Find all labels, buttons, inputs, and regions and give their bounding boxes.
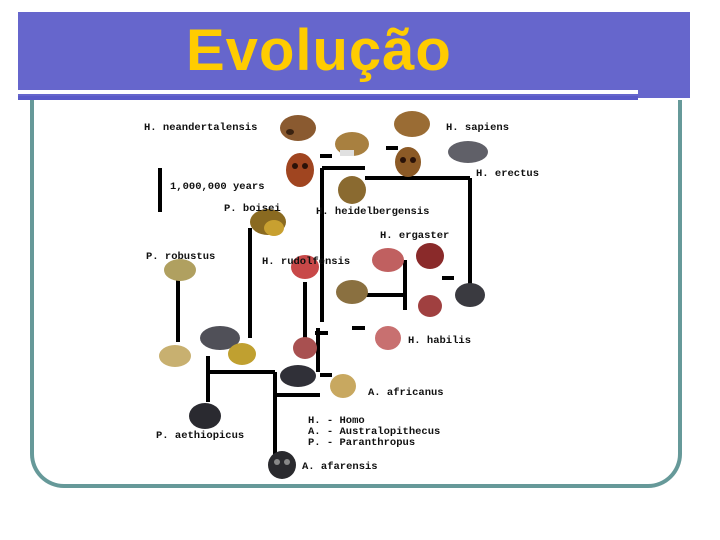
skull-erectus-2-icon <box>455 283 485 307</box>
label-erectus: H. erectus <box>476 168 539 180</box>
label-sapiens: H. sapiens <box>446 122 509 134</box>
skull-africanus-icon <box>280 365 356 398</box>
label-aethiopicus: P. aethiopicus <box>156 430 244 442</box>
label-neanderthalensis: H. neandertalensis <box>144 122 257 134</box>
skull-sapiens-front-icon <box>395 147 421 177</box>
skull-erectus-icon <box>448 141 488 163</box>
label-boisei: P. boisei <box>224 203 281 215</box>
label-africanus: A. africanus <box>368 387 444 399</box>
content-frame <box>30 100 682 488</box>
tree-lines <box>158 166 472 455</box>
title-bar <box>18 12 690 98</box>
hominid-evolution-diagram: H. neandertalensis H. sapiens H. erectus… <box>140 110 570 486</box>
label-habilis: H. habilis <box>408 335 471 347</box>
skull-neanderthal-red-icon <box>286 153 314 187</box>
skull-heidelbergensis-front-icon <box>338 176 366 204</box>
slide-title: Evolução <box>186 18 452 83</box>
skull-robustus-front-icon <box>159 345 191 367</box>
skull-aethiopicus-front-icon <box>189 403 221 429</box>
label-rudolfensis: H. rudolfensis <box>262 256 350 268</box>
skull-ergaster-icon <box>372 243 444 272</box>
legend-item: H. - Homo <box>308 415 365 427</box>
skull-habilis-icon <box>418 295 442 317</box>
label-scale: 1,000,000 years <box>170 181 265 193</box>
skull-rudolfensis-icon <box>291 255 319 279</box>
skull-heidelbergensis-icon <box>335 132 369 156</box>
label-heidelbergensis: H. heidelbergensis <box>316 206 429 218</box>
evolution-tree-svg: H. neandertalensis H. sapiens H. erectus… <box>144 111 539 479</box>
skull-robustus-icon <box>164 259 196 281</box>
skull-afarensis-icon <box>268 451 296 479</box>
legend-item: A. - Australopithecus <box>308 426 440 438</box>
skull-aethiopicus-icon <box>200 326 256 365</box>
title-underline <box>18 90 638 94</box>
skull-habilis-2-icon <box>375 326 401 350</box>
skulls <box>159 111 488 479</box>
label-afarensis: A. afarensis <box>302 461 378 473</box>
skull-rudolfensis-3-icon <box>293 337 317 359</box>
skull-boisei-icon <box>250 209 286 236</box>
title-underline-accent <box>18 96 638 100</box>
skull-sapiens-icon <box>394 111 430 137</box>
legend-item: P. - Paranthropus <box>308 437 415 449</box>
skull-neanderthalensis-icon <box>280 115 316 141</box>
skull-rudolfensis-2-icon <box>336 280 368 304</box>
label-ergaster: H. ergaster <box>380 230 449 242</box>
label-robustus: P. robustus <box>146 251 215 263</box>
